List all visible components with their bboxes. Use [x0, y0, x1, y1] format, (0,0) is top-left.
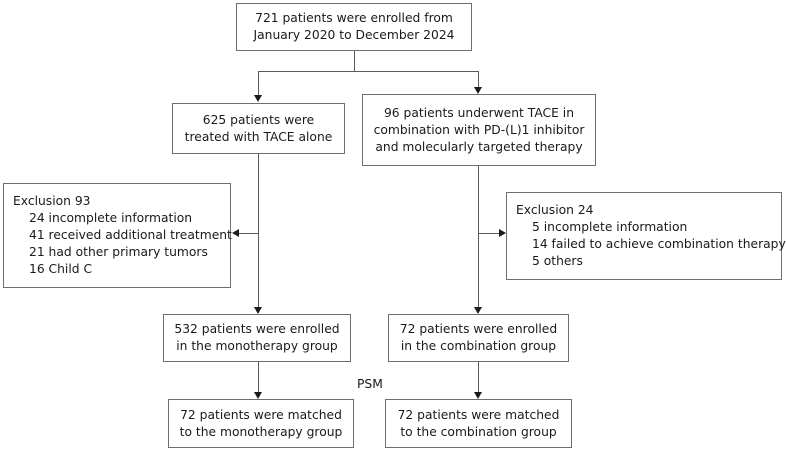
node-mono-matched-line1: 72 patients were matched [180, 407, 342, 422]
node-tace-alone-line1: 625 patients were [202, 112, 315, 127]
connector-combo-psm-down [478, 362, 479, 392]
exclusion-right-title: Exclusion 24 [516, 203, 594, 217]
arrow-to-mono-matched [254, 392, 262, 399]
node-exclusion-right: Exclusion 24 5 incomplete information 14… [506, 192, 786, 280]
connector-split-left-down [258, 71, 259, 95]
node-enrolled: 721 patients were enrolled from January … [236, 3, 472, 51]
node-mono-enrolled: 532 patients were enrolled in the monoth… [163, 314, 351, 362]
node-combo-enrolled-line2: in the combination group [400, 339, 557, 353]
node-tace-combo: 96 patients underwent TACE in combinatio… [362, 94, 596, 166]
exclusion-right-item-2: 5 others [532, 254, 583, 268]
arrow-to-exclusion-right [499, 229, 506, 237]
node-combo-matched-line2: to the combination group [400, 424, 557, 439]
node-combo-matched-line1: 72 patients were matched [397, 407, 560, 422]
arrow-to-combo-enrolled [474, 307, 482, 314]
exclusion-left-item-0: 24 incomplete information [29, 211, 193, 225]
connector-split-right-down [478, 71, 479, 87]
connector-enrolled-trunk [354, 51, 355, 71]
node-mono-matched-line2: to the monotherapy group [179, 424, 343, 439]
node-combo-matched: 72 patients were matched to the combinat… [385, 399, 572, 448]
node-combo-enrolled: 72 patients were enrolled in the combina… [388, 314, 569, 362]
node-enrolled-line1: 721 patients were enrolled from [255, 11, 453, 25]
connector-exclusion-right [478, 233, 499, 234]
connector-split-horizontal [258, 71, 479, 72]
node-enrolled-line2: January 2020 to December 2024 [253, 28, 455, 42]
exclusion-left-title: Exclusion 93 [13, 194, 91, 208]
label-psm: PSM [357, 377, 383, 391]
exclusion-left-item-1: 41 received additional treatment [29, 228, 232, 242]
exclusion-left-item-2: 21 had other primary tumors [29, 245, 208, 259]
node-combo-enrolled-line1: 72 patients were enrolled [399, 322, 558, 336]
node-tace-alone-line2: treated with TACE alone [184, 129, 333, 144]
arrow-to-tace-combo [474, 87, 482, 94]
node-mono-matched: 72 patients were matched to the monother… [168, 399, 354, 448]
node-tace-combo-line1: 96 patients underwent TACE in [383, 105, 575, 120]
arrow-to-tace-alone [254, 95, 262, 102]
exclusion-left-item-3: 16 Child C [29, 262, 93, 276]
exclusion-right-item-0: 5 incomplete information [532, 220, 688, 234]
connector-mono-psm-down [258, 362, 259, 392]
connector-tace-alone-down [258, 154, 259, 307]
exclusion-right-item-1: 14 failed to achieve combination therapy [532, 237, 786, 251]
node-exclusion-left: Exclusion 93 24 incomplete information 4… [3, 183, 232, 288]
node-tace-combo-line2: combination with PD-(L)1 inhibitor [373, 122, 585, 137]
arrow-to-combo-matched [474, 392, 482, 399]
connector-exclusion-left [239, 233, 258, 234]
node-mono-enrolled-line1: 532 patients were enrolled [174, 322, 340, 336]
node-tace-combo-line3: and molecularly targeted therapy [375, 139, 583, 154]
arrow-to-exclusion-left [232, 229, 239, 237]
arrow-to-mono-enrolled [254, 307, 262, 314]
node-tace-alone: 625 patients were treated with TACE alon… [172, 103, 345, 154]
node-mono-enrolled-line2: in the monotherapy group [176, 339, 338, 353]
connector-tace-combo-down [478, 166, 479, 307]
